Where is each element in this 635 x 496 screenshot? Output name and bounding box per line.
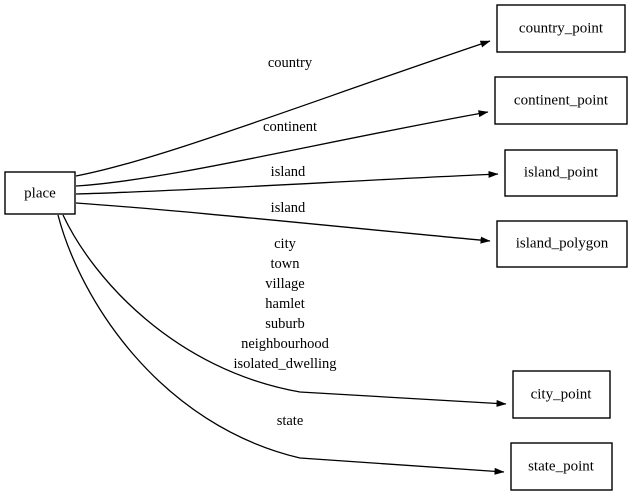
edge-place-island-polygon[interactable]	[75, 202, 491, 244]
edge-label-city-group: city town village hamlet suburb neighbou…	[233, 236, 336, 372]
edge-place-country-point[interactable]	[75, 40, 491, 177]
node-island-point[interactable]: island_point	[504, 149, 618, 197]
node-island-polygon-box[interactable]	[496, 220, 628, 268]
edge-label-state: state	[277, 413, 304, 429]
node-continent-point-box[interactable]	[494, 76, 628, 125]
edge-label-island-point: island	[271, 164, 306, 180]
edge-label-continent: continent	[263, 119, 317, 135]
node-country-point[interactable]: country_point	[496, 4, 626, 53]
edge-labels-group: country continent island island city tow…	[233, 55, 336, 429]
edge-label-city-line-3: village	[265, 276, 304, 292]
node-continent-point-label: continent_point	[514, 92, 609, 108]
node-state-point-label: state_point	[528, 458, 595, 474]
node-place-label: place	[24, 185, 56, 201]
node-continent-point[interactable]: continent_point	[494, 76, 628, 125]
node-city-point[interactable]: city_point	[512, 370, 611, 419]
node-place-box[interactable]	[4, 171, 76, 215]
node-island-point-box[interactable]	[504, 149, 618, 197]
edge-place-continent-point[interactable]	[75, 110, 489, 187]
edge-label-country: country	[268, 55, 313, 71]
node-state-point-box[interactable]	[510, 442, 613, 491]
node-island-point-label: island_point	[524, 164, 599, 180]
node-state-point[interactable]: state_point	[510, 442, 613, 491]
edge-label-city-line-1: city	[274, 236, 296, 252]
node-country-point-label: country_point	[519, 20, 604, 36]
edge-label-city-line-7: isolated_dwelling	[233, 356, 336, 372]
node-city-point-box[interactable]	[512, 370, 611, 419]
node-city-point-label: city_point	[531, 386, 593, 402]
edge-label-city-line-2: town	[271, 256, 301, 272]
edge-place-state-point[interactable]	[57, 214, 505, 475]
edge-label-city-line-4: hamlet	[265, 296, 304, 312]
node-place[interactable]: place	[4, 171, 76, 215]
edge-place-island-point[interactable]	[75, 170, 499, 195]
edge-label-city-line-5: suburb	[265, 316, 304, 332]
edge-label-city-line-6: neighbourhood	[241, 336, 330, 352]
nodes-group: place country_point continent_point isla…	[4, 4, 628, 491]
edges-group	[57, 40, 507, 475]
node-country-point-box[interactable]	[496, 4, 626, 53]
edge-place-city-point[interactable]	[62, 214, 507, 407]
edge-label-island-polygon: island	[271, 200, 306, 216]
node-island-polygon[interactable]: island_polygon	[496, 220, 628, 268]
node-island-polygon-label: island_polygon	[516, 235, 609, 251]
